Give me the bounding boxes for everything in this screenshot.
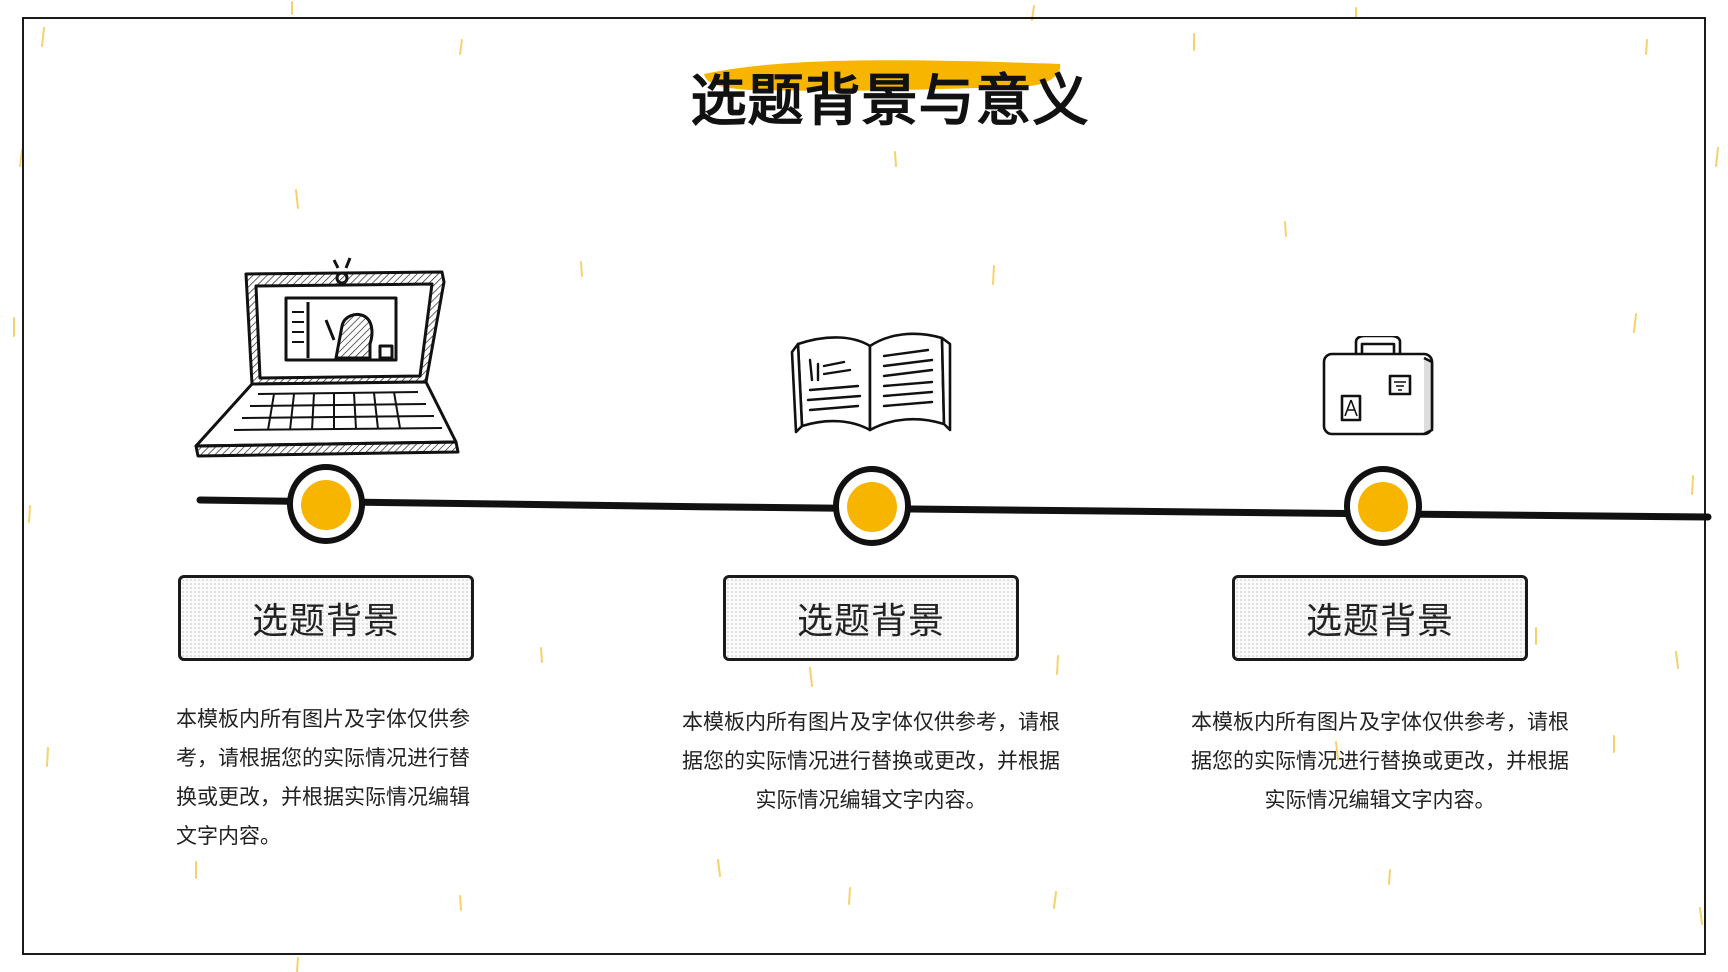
slide-frame — [22, 17, 1706, 955]
timeline-node-2 — [833, 466, 911, 546]
description-text-2: 本模板内所有图片及字体仅供参考，请根据您的实际情况进行替换或更改，并根据实际情况… — [682, 710, 1060, 812]
topic-card-3: 选题背景 — [1232, 575, 1528, 661]
page-title: 选题背景与意义 — [690, 69, 1090, 134]
description-text-1: 本模板内所有图片及字体仅供参考，请根据您的实际情况进行替换或更改，并根据实际情况… — [176, 707, 470, 848]
open-book-icon — [790, 332, 952, 434]
timeline-node-3 — [1344, 466, 1422, 546]
card-label: 选题背景 — [796, 601, 945, 642]
suitcase-icon — [1322, 336, 1434, 436]
card-label: 选题背景 — [1305, 601, 1454, 642]
timeline-node-1 — [287, 464, 365, 544]
card-label: 选题背景 — [251, 601, 400, 642]
laptop-icon — [194, 257, 460, 458]
title-highlight-brush — [704, 60, 1061, 91]
timeline-line — [196, 496, 1712, 521]
topic-card-2: 选题背景 — [723, 575, 1019, 661]
topic-card-1: 选题背景 — [178, 575, 474, 661]
description-text-3: 本模板内所有图片及字体仅供参考，请根据您的实际情况进行替换或更改，并根据实际情况… — [1191, 710, 1569, 812]
title-block: 选题背景与意义 — [690, 52, 1090, 134]
